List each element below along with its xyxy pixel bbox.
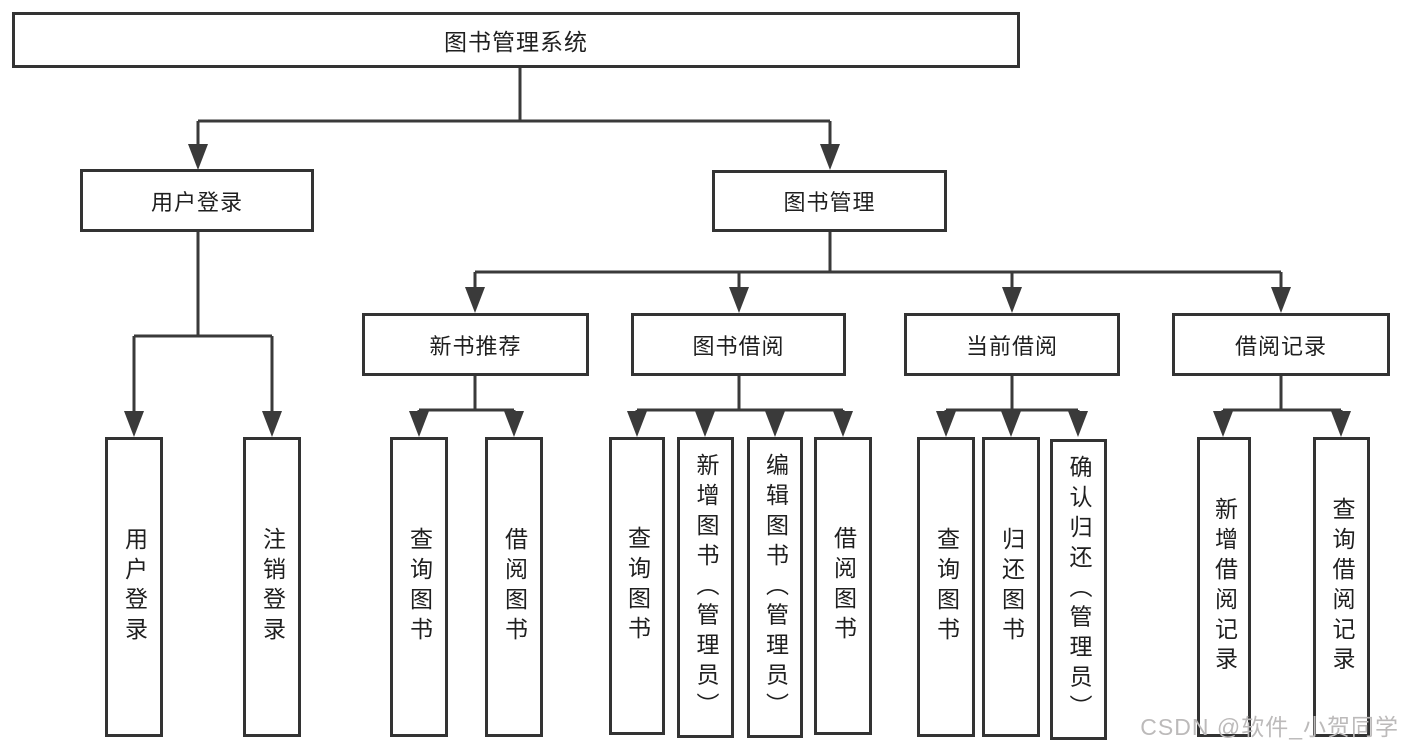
wire-user-login-group xyxy=(132,232,274,413)
leaf-current-return-books: 归还图书 xyxy=(982,437,1040,737)
node-root-label: 图书管理系统 xyxy=(444,29,588,55)
node-book-management-label: 图书管理 xyxy=(783,190,876,215)
leaf-borrow-edit-books-admin: 编辑图书（管理员） xyxy=(747,437,803,738)
wire-records-group xyxy=(1221,376,1343,413)
arrow-down-icon xyxy=(729,287,749,313)
arrow-down-icon xyxy=(1271,287,1291,313)
leaf-current-confirm-return-admin: 确认归还（管理员） xyxy=(1050,439,1107,740)
wire-current-group xyxy=(944,376,1080,413)
leaf-borrow-edit-books-admin-label: 编辑图书（管理员） xyxy=(762,452,789,723)
node-new-book-recommend-label: 新书推荐 xyxy=(429,333,522,359)
leaf-borrow-borrow-books: 借阅图书 xyxy=(814,437,872,735)
arrow-down-icon xyxy=(1068,411,1088,437)
node-user-login-label: 用户登录 xyxy=(150,189,243,215)
arrow-down-icon xyxy=(409,411,429,437)
leaf-user-login-label: 用户登录 xyxy=(121,527,148,647)
leaf-user-login: 用户登录 xyxy=(105,437,163,737)
arrow-down-icon xyxy=(1213,411,1233,437)
wire-borrow-group xyxy=(635,376,845,413)
leaf-borrow-add-books-admin-label: 新增图书（管理员） xyxy=(693,452,719,723)
arrow-down-icon xyxy=(504,411,524,437)
leaf-borrow-query-books-label: 查询图书 xyxy=(624,526,651,646)
leaf-records-add-record: 新增借阅记录 xyxy=(1197,437,1251,737)
node-new-book-recommend: 新书推荐 xyxy=(362,313,589,376)
leaf-recommend-borrow-books: 借阅图书 xyxy=(485,437,543,737)
leaf-borrow-query-books: 查询图书 xyxy=(609,437,665,735)
arrow-down-icon xyxy=(124,411,144,437)
leaf-records-query-record: 查询借阅记录 xyxy=(1313,437,1370,737)
arrow-down-icon xyxy=(627,411,647,437)
leaf-current-query-books-label: 查询图书 xyxy=(933,527,960,647)
wire-root-to-level2 xyxy=(196,68,832,146)
leaf-recommend-borrow-books-label: 借阅图书 xyxy=(501,527,528,647)
node-current-borrow-label: 当前借阅 xyxy=(965,333,1058,359)
node-book-management: 图书管理 xyxy=(712,170,947,232)
arrow-down-icon xyxy=(188,144,208,170)
arrow-down-icon xyxy=(765,411,785,437)
node-book-borrow: 图书借阅 xyxy=(631,313,846,376)
node-root: 图书管理系统 xyxy=(12,12,1020,68)
leaf-recommend-query-books-label: 查询图书 xyxy=(406,527,433,647)
leaf-current-query-books: 查询图书 xyxy=(917,437,975,737)
node-user-login: 用户登录 xyxy=(80,169,314,232)
node-borrow-records-label: 借阅记录 xyxy=(1234,333,1327,359)
arrow-down-icon xyxy=(1001,411,1021,437)
arrow-down-icon xyxy=(695,411,715,437)
node-borrow-records: 借阅记录 xyxy=(1172,313,1390,376)
leaf-records-query-record-label: 查询借阅记录 xyxy=(1329,497,1355,677)
node-current-borrow: 当前借阅 xyxy=(904,313,1120,376)
arrow-down-icon xyxy=(1002,287,1022,313)
wire-book-management-to-level3 xyxy=(473,232,1283,289)
leaf-current-return-books-label: 归还图书 xyxy=(998,527,1025,647)
arrow-down-icon xyxy=(465,287,485,313)
leaf-recommend-query-books: 查询图书 xyxy=(390,437,448,737)
wire-recommend-group xyxy=(417,376,516,413)
arrow-down-icon xyxy=(833,411,853,437)
arrow-down-icon xyxy=(262,411,282,437)
arrow-down-icon xyxy=(820,144,840,170)
leaf-current-confirm-return-admin-label: 确认归还（管理员） xyxy=(1066,454,1092,725)
leaf-records-add-record-label: 新增借阅记录 xyxy=(1211,497,1238,677)
arrow-down-icon xyxy=(1331,411,1351,437)
leaf-logout-label: 注销登录 xyxy=(259,527,286,647)
arrowheads xyxy=(124,144,1351,437)
leaf-logout: 注销登录 xyxy=(243,437,301,737)
arrow-down-icon xyxy=(936,411,956,437)
node-book-borrow-label: 图书借阅 xyxy=(692,333,785,359)
leaf-borrow-add-books-admin: 新增图书（管理员） xyxy=(677,437,734,738)
leaf-borrow-borrow-books-label: 借阅图书 xyxy=(830,526,857,646)
